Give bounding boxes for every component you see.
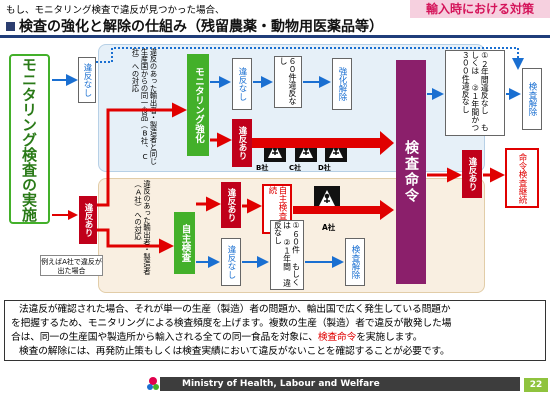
page-title: 検査の強化と解除の仕組み（残留農薬・動物用医薬品等） xyxy=(19,19,383,35)
explanation-line-2: を把握するため、モニタリングによる検査頻度を上げます。複数の生産（製造）者で違反… xyxy=(11,318,452,329)
inspection-release-2: 検査解除 xyxy=(345,238,365,286)
ministry-logo-icon xyxy=(146,376,160,392)
monitoring-inspection-box: モニタリング検査の実施 xyxy=(9,54,50,224)
footer-ministry: Ministry of Health, Labour and Welfare xyxy=(160,377,520,391)
one-year-condition: ①２年間違反なし もしくは ②１年間かつ３００件違反なし xyxy=(445,50,505,136)
violation-4: 違反あり xyxy=(462,150,482,198)
violation-3: 違反あり xyxy=(221,182,241,228)
arrow-continue-order xyxy=(293,200,394,220)
company-d-label: D社 xyxy=(318,164,331,172)
order-continue: 命令検査継続 xyxy=(505,148,539,208)
voluntary-inspection-box: 自主検査 xyxy=(174,212,195,274)
group-a-label: 違反のあった輸出者・製造者（A社）への対応 xyxy=(134,180,152,275)
inspection-release-1: 検査解除 xyxy=(522,68,542,130)
page-number: 22 xyxy=(524,378,548,392)
title-marker xyxy=(6,22,15,31)
violation-1: 違反あり xyxy=(79,196,97,244)
explanation-highlight: 検査命令 xyxy=(317,332,357,343)
no-violation-1: 違反なし xyxy=(78,57,96,103)
header-subtitle: もし、モニタリング検査で違反が見つかった場合、 xyxy=(6,5,225,16)
no-violation-3: 違反なし xyxy=(221,238,241,286)
company-c-label: C社 xyxy=(289,164,302,172)
explanation-line-3a: 合は、同一の生産国や製造所から輸入される全ての同一食品を対象に、 xyxy=(11,332,318,343)
explanation-line-3c: を実施します。 xyxy=(356,332,423,343)
company-a-label: A社 xyxy=(322,223,336,232)
monitoring-strengthen-box: モニタリング強化 xyxy=(187,54,209,156)
company-b-label: B社 xyxy=(256,164,269,172)
explanation-box: 法違反が確認された場合、それが単一の生産（製造）者の問題か、輸出国で広く発生して… xyxy=(4,300,546,361)
inspection-order: 検査命令 xyxy=(396,60,426,284)
title-underline xyxy=(0,35,550,38)
arrow-to-monitoring-strengthen xyxy=(97,102,187,207)
violation-2: 違反あり xyxy=(232,119,252,167)
group-bc-label: 違反のあった輸出者・製造者と同じ生産国からの同一食品（B社、C社）への対応 xyxy=(131,48,159,165)
example-note: 例えばA社で違反が出た場合 xyxy=(40,255,103,276)
explanation-line-1: 法違反が確認された場合、それが単一の生産（製造）者の問題か、輸出国で広く発生して… xyxy=(19,304,451,315)
sixty-no-violation: ６０件違反なし xyxy=(274,56,302,108)
strengthen-release: 強化解除 xyxy=(332,58,352,110)
no-violation-2: 違反なし xyxy=(232,58,252,110)
corner-label: 輸入時における対策 xyxy=(410,0,550,18)
arrow-to-inspection-order xyxy=(252,131,394,155)
arrow-to-voluntary xyxy=(97,228,174,254)
arrow-dotted-loop xyxy=(96,47,524,70)
sixty-or-two-year: ①６０件 もしくは ②１年間 違反なし xyxy=(270,220,304,290)
explanation-line-3: 合は、同一の生産国や製造所から輸入される全ての同一食品を対象に、検査命令を実施し… xyxy=(11,331,539,345)
explanation-line-4: 検査の解除には、再発防止策もしくは検査実績において違反がないことを確認することが… xyxy=(19,346,450,357)
